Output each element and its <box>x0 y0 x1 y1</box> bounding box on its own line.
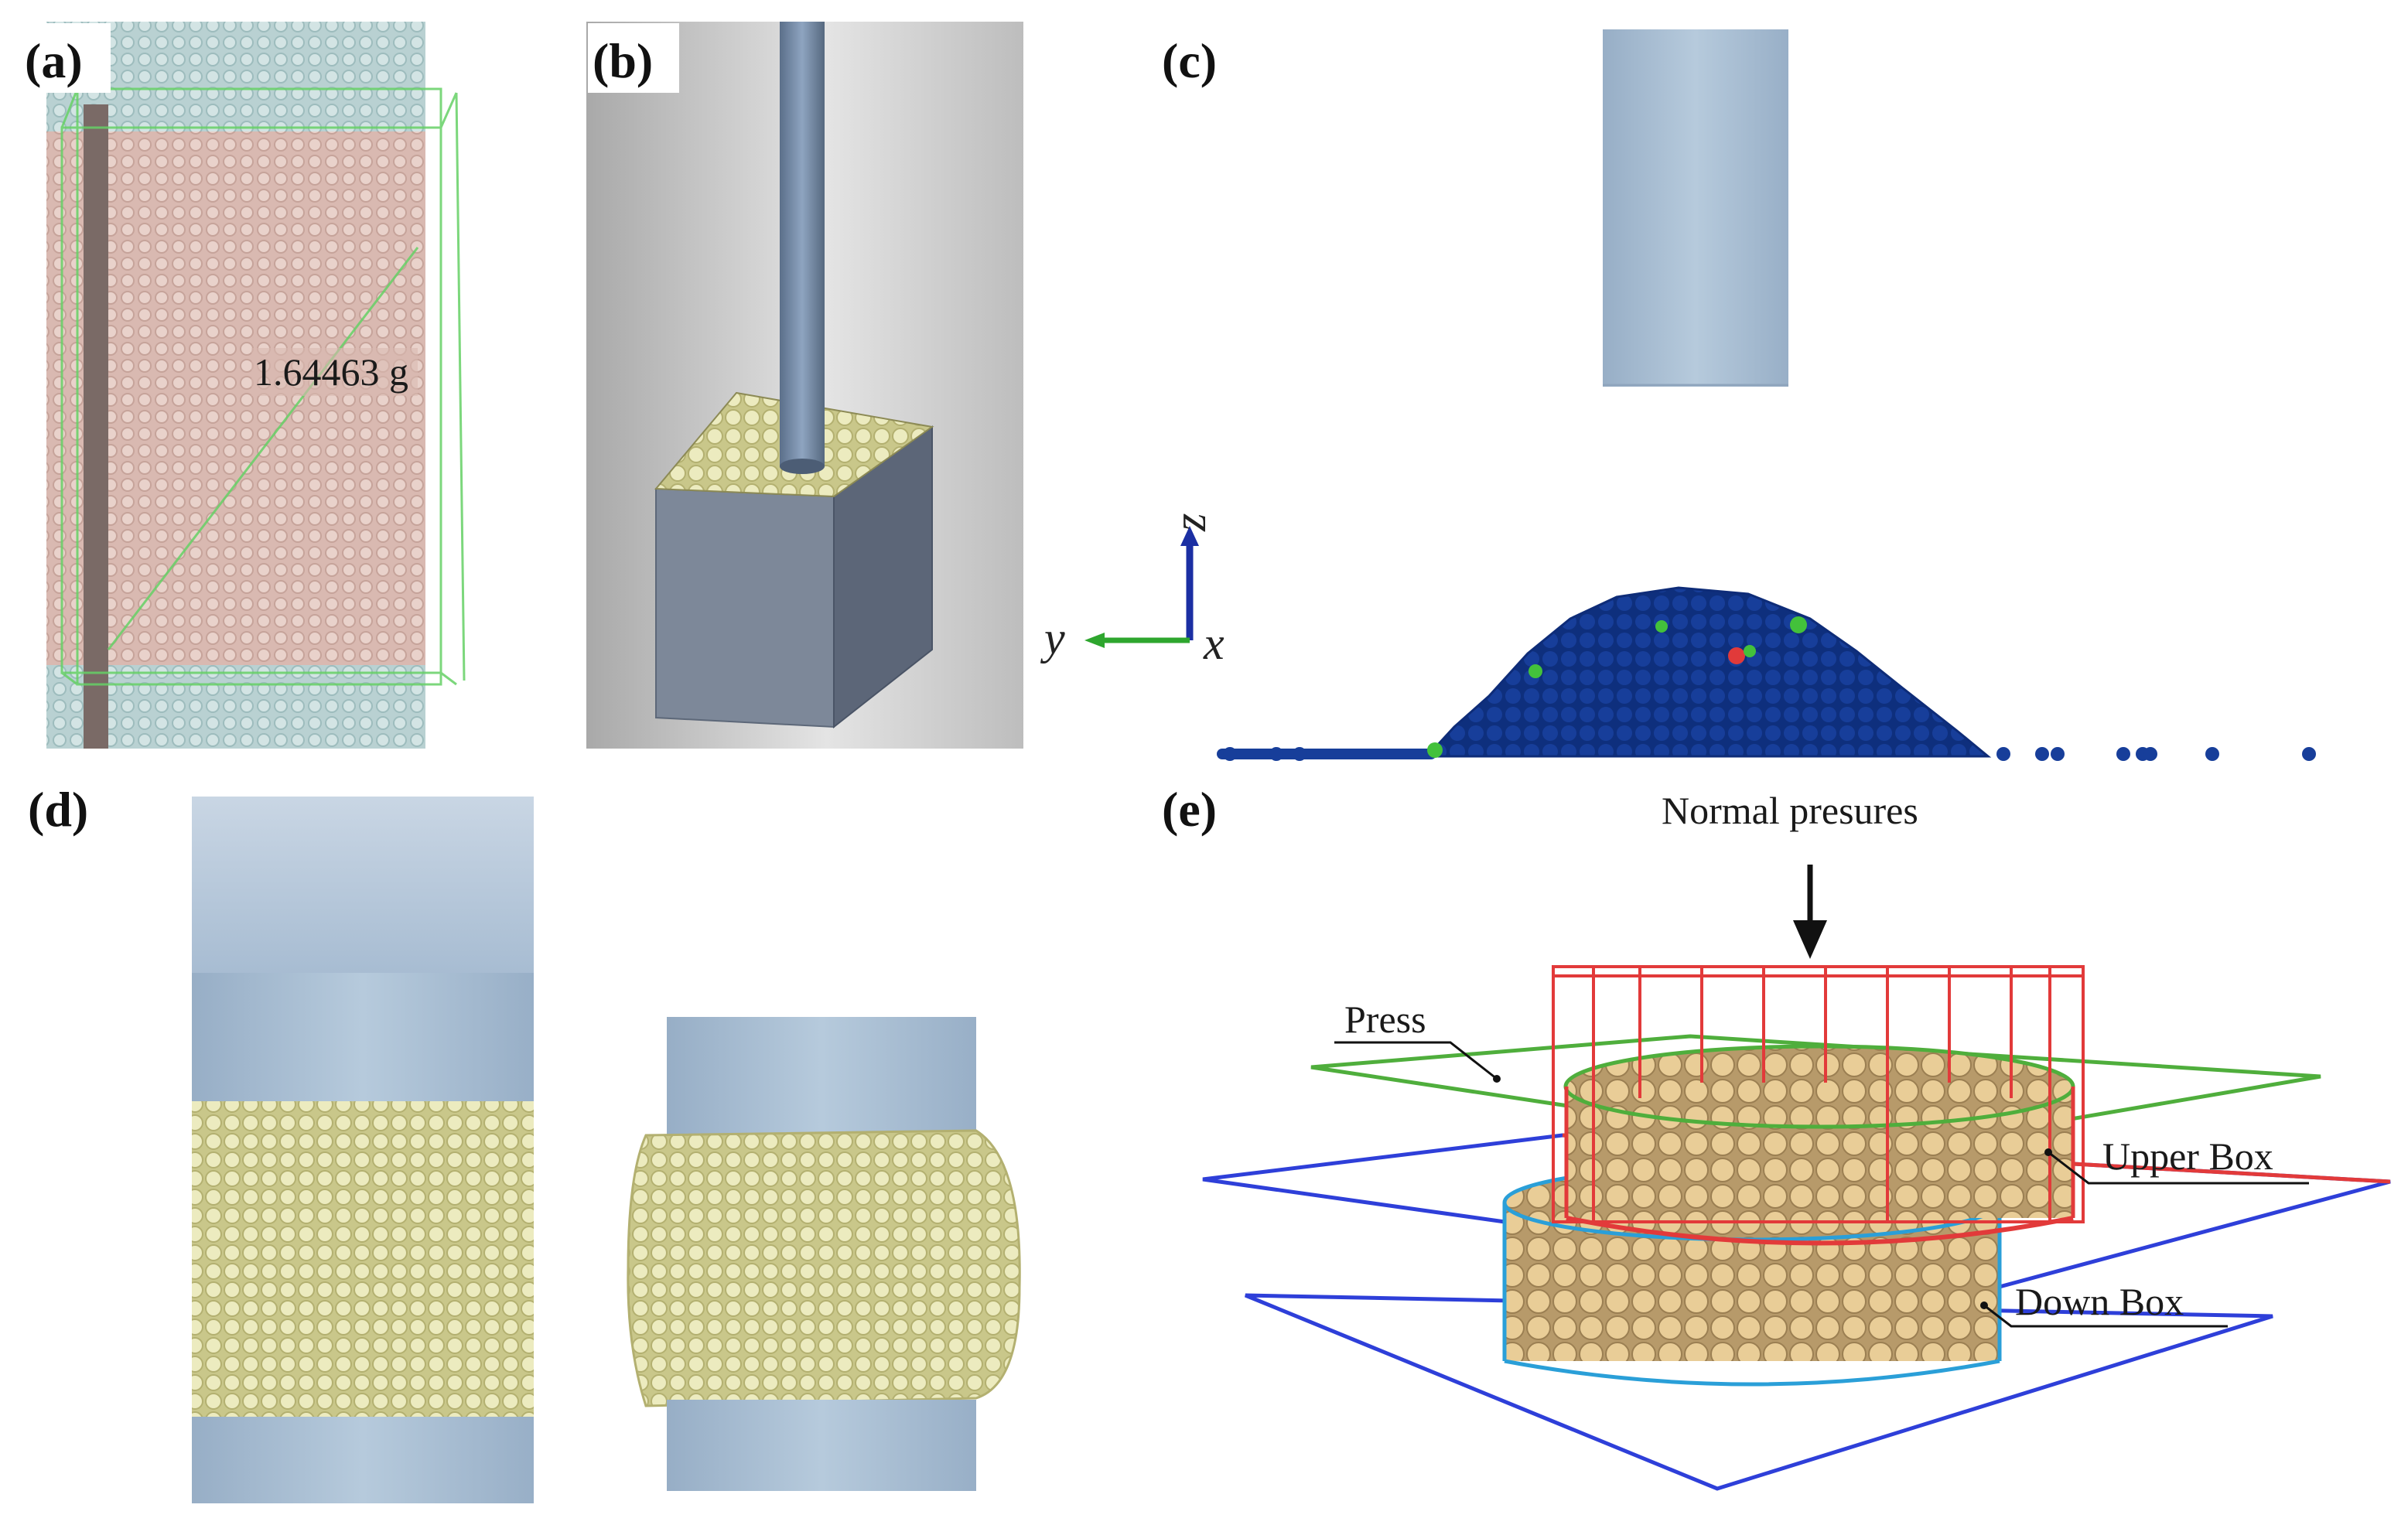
sample-middle-pink <box>46 131 425 673</box>
down-box-bottom-rim <box>1504 1359 2000 1387</box>
press-label: Press <box>1344 998 1426 1041</box>
panel-c: z y x (c) <box>1040 29 2316 761</box>
z-axis-arrowhead <box>1180 526 1199 546</box>
highlighted-particles <box>1427 616 1807 758</box>
cylinder-d-left-top <box>192 797 534 974</box>
cylinder-c <box>1603 29 1788 387</box>
axis-y-label: y <box>1040 612 1065 664</box>
cylinder-d-left-mid <box>192 973 534 1103</box>
cube-front-face <box>655 487 835 728</box>
panel-b-label: (b) <box>593 33 653 88</box>
press-cage <box>1552 965 2085 1223</box>
cylinder-d-right-top <box>667 1017 976 1137</box>
panel-a: 1.64463 g (a) <box>19 22 466 749</box>
panel-b: (b) <box>586 22 1023 749</box>
panel-b-label-bg <box>588 23 679 93</box>
axis-triad: z y x <box>1040 513 1224 669</box>
down-box-leader <box>1983 1304 2228 1328</box>
upper-box-bottom-rim <box>1566 1216 2074 1246</box>
panel-d-label: (d) <box>28 782 88 837</box>
normal-pressure-title: Normal presures <box>1662 789 1918 832</box>
panel-a-label: (a) <box>25 33 83 88</box>
particles-d-right <box>627 1129 1021 1407</box>
upper-box-leader <box>2048 1151 2309 1185</box>
left-wall-dark-strip <box>84 104 108 749</box>
particle-heap <box>1226 586 1992 758</box>
scattered-particles <box>1223 747 2316 761</box>
cylinder-d-left-bottom <box>192 1417 534 1503</box>
indenter-rod-tip <box>780 459 825 474</box>
axis-x-label: x <box>1203 618 1224 669</box>
particles-d-left <box>192 1101 534 1418</box>
panel-e: Normal presures <box>1162 782 2391 1491</box>
panel-a-label-bg <box>19 23 111 93</box>
upper-box-top-rim <box>1563 1044 2075 1129</box>
cylinder-d-right-bottom <box>667 1400 976 1491</box>
y-axis-arrowhead <box>1084 633 1105 648</box>
panel-e-label: (e) <box>1162 782 1217 837</box>
indenter-rod <box>780 22 825 466</box>
upper-box-label: Upper Box <box>2102 1134 2273 1178</box>
panel-c-label: (c) <box>1162 33 1217 88</box>
mass-label: 1.64463 g <box>254 350 408 394</box>
bounding-wireframe <box>60 87 466 686</box>
axis-z-label: z <box>1164 513 1215 532</box>
pressure-arrowhead <box>1793 920 1827 959</box>
down-box-label: Down Box <box>2015 1280 2184 1323</box>
sample-bottom-teal <box>46 665 425 749</box>
panel-d: (d) <box>28 782 1021 1503</box>
press-leader <box>1334 1041 1498 1080</box>
mass-label-bg <box>251 348 418 396</box>
